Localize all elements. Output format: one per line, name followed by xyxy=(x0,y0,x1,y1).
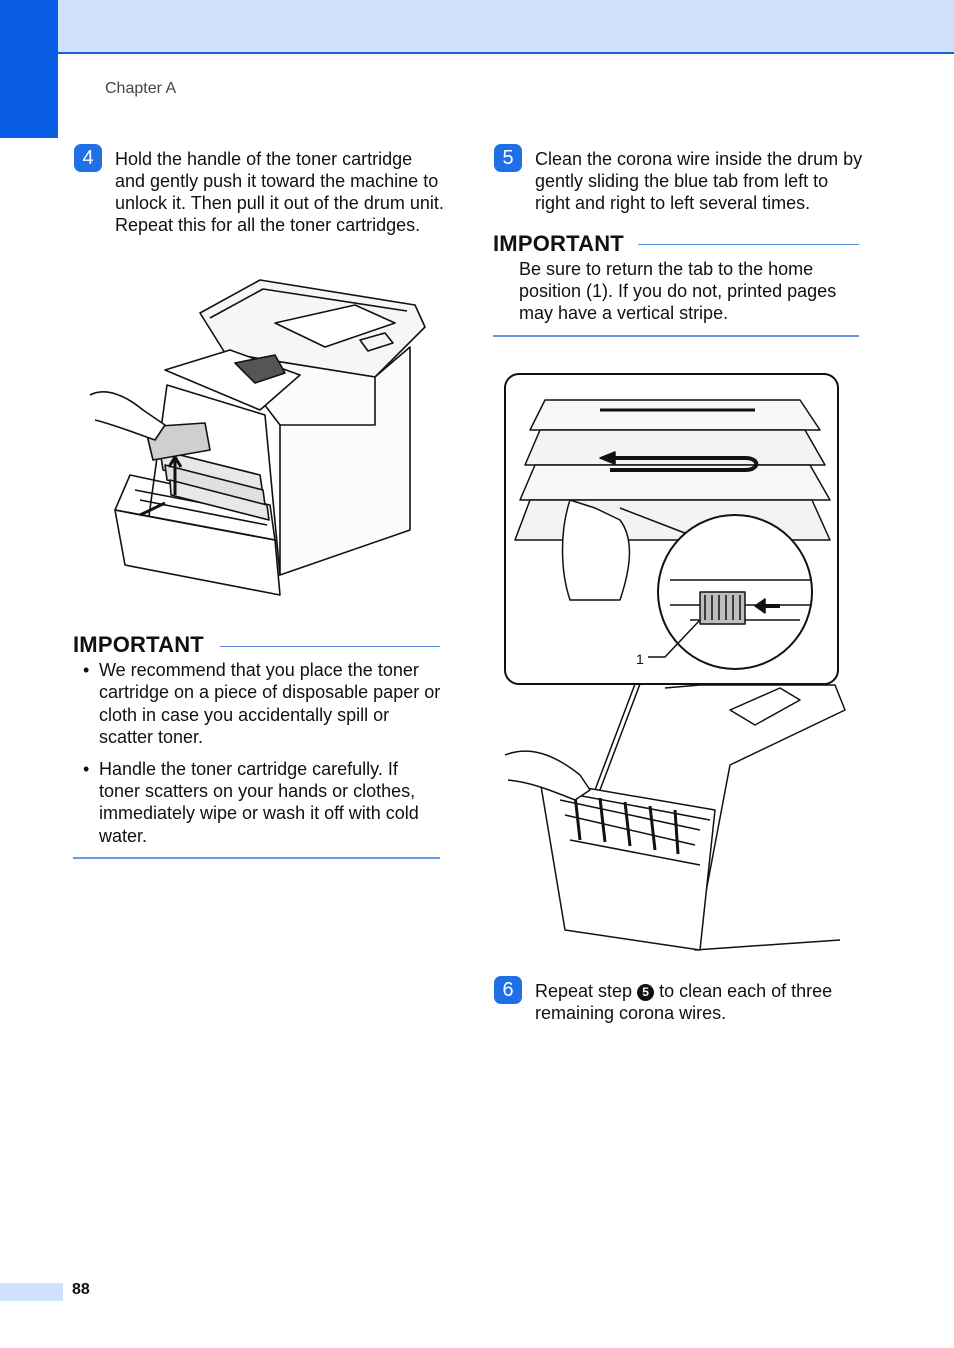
figure-callout-1: 1 xyxy=(636,651,644,667)
important-rule-left-bottom xyxy=(73,857,440,859)
step-6-text-after: to clean each of three remaining corona … xyxy=(535,981,833,1023)
important-bullets-left: We recommend that you place the toner ca… xyxy=(73,659,443,856)
important-heading-left: IMPORTANT xyxy=(73,632,204,657)
page-number-band xyxy=(0,1283,63,1301)
important-text-right: Be sure to return the tab to the home po… xyxy=(519,259,837,323)
step-6-text-before: Repeat step xyxy=(535,981,638,1001)
step-5-text: Clean the corona wire inside the drum by… xyxy=(535,149,863,213)
step-5-badge: 5 xyxy=(494,144,522,172)
important-bullet-2: Handle the toner cartridge carefully. If… xyxy=(73,758,443,848)
important-bullet-1: We recommend that you place the toner ca… xyxy=(73,659,443,749)
important-rule-left-top xyxy=(220,646,440,647)
important-heading-right: IMPORTANT xyxy=(493,231,624,256)
important-rule-right-bottom xyxy=(493,335,859,337)
step-4-badge: 4 xyxy=(74,144,102,172)
page-number: 88 xyxy=(72,1281,90,1298)
chapter-label: Chapter A xyxy=(105,80,177,97)
step-6-badge: 6 xyxy=(494,976,522,1004)
header-band xyxy=(0,0,954,54)
printer-toner-figure xyxy=(89,279,426,596)
chapter-tab xyxy=(0,0,58,138)
step-5-reference: 5 xyxy=(637,984,655,1001)
step-4-text: Hold the handle of the toner cartridge a… xyxy=(115,149,444,235)
important-rule-right-top xyxy=(638,244,859,245)
step-6-text: Repeat step 5 to clean each of three rem… xyxy=(535,980,865,1024)
corona-wire-figure xyxy=(504,373,846,951)
